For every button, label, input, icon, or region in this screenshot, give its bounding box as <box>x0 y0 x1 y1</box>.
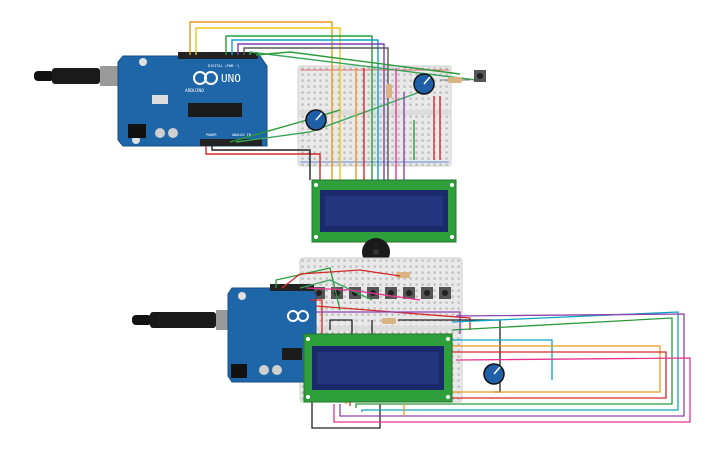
crystal-icon <box>152 95 168 104</box>
power-jack-top <box>128 124 146 138</box>
capacitor-icon <box>168 128 178 138</box>
usb-cable-bottom[interactable] <box>132 310 242 330</box>
capacitor-icon <box>259 365 269 375</box>
lcd-display-top[interactable] <box>311 179 457 243</box>
arduino-logo-icon <box>287 310 309 322</box>
brand-label: ARDUINO <box>185 88 204 94</box>
resistor-bottom[interactable] <box>396 272 410 278</box>
mount-hole-icon <box>139 58 147 66</box>
atmega-chip-top <box>188 103 242 117</box>
digital-header-bottom <box>270 284 314 291</box>
potentiometer-top-right[interactable] <box>413 73 435 95</box>
pushbutton[interactable] <box>421 287 433 299</box>
analog-label: ANALOG IN <box>232 133 251 137</box>
digital-label: DIGITAL (PWM ~) <box>208 64 240 68</box>
wires-top <box>189 21 477 180</box>
power-analog-header-top <box>200 139 262 146</box>
digital-header-top <box>178 52 258 59</box>
power-label: POWER <box>206 133 217 137</box>
pushbutton[interactable] <box>349 287 361 299</box>
usb-cable-top[interactable] <box>34 66 126 86</box>
pushbutton[interactable] <box>385 287 397 299</box>
atmega-chip-bottom <box>282 348 302 360</box>
arduino-board-top[interactable]: UNO ARDUINO DIGITAL (PWM ~) POWER ANALOG… <box>117 52 268 147</box>
power-jack-bottom <box>231 364 247 378</box>
potentiometer-top-left[interactable] <box>305 109 327 131</box>
pushbutton-top[interactable] <box>474 70 486 82</box>
potentiometer-bottom[interactable] <box>483 363 505 385</box>
board-model-label: UNO <box>221 72 241 85</box>
mount-hole-icon <box>238 292 246 300</box>
capacitor-icon <box>272 365 282 375</box>
arduino-logo-icon <box>193 71 218 85</box>
pushbutton[interactable] <box>403 287 415 299</box>
pushbutton[interactable] <box>439 287 451 299</box>
resistor-bottom-2[interactable] <box>382 318 396 324</box>
arduino-board-bottom[interactable] <box>227 284 317 383</box>
resistor-top-vertical[interactable] <box>386 84 392 98</box>
resistor-top[interactable] <box>440 77 470 83</box>
capacitor-icon <box>155 128 165 138</box>
lcd-display-bottom[interactable] <box>303 333 453 403</box>
